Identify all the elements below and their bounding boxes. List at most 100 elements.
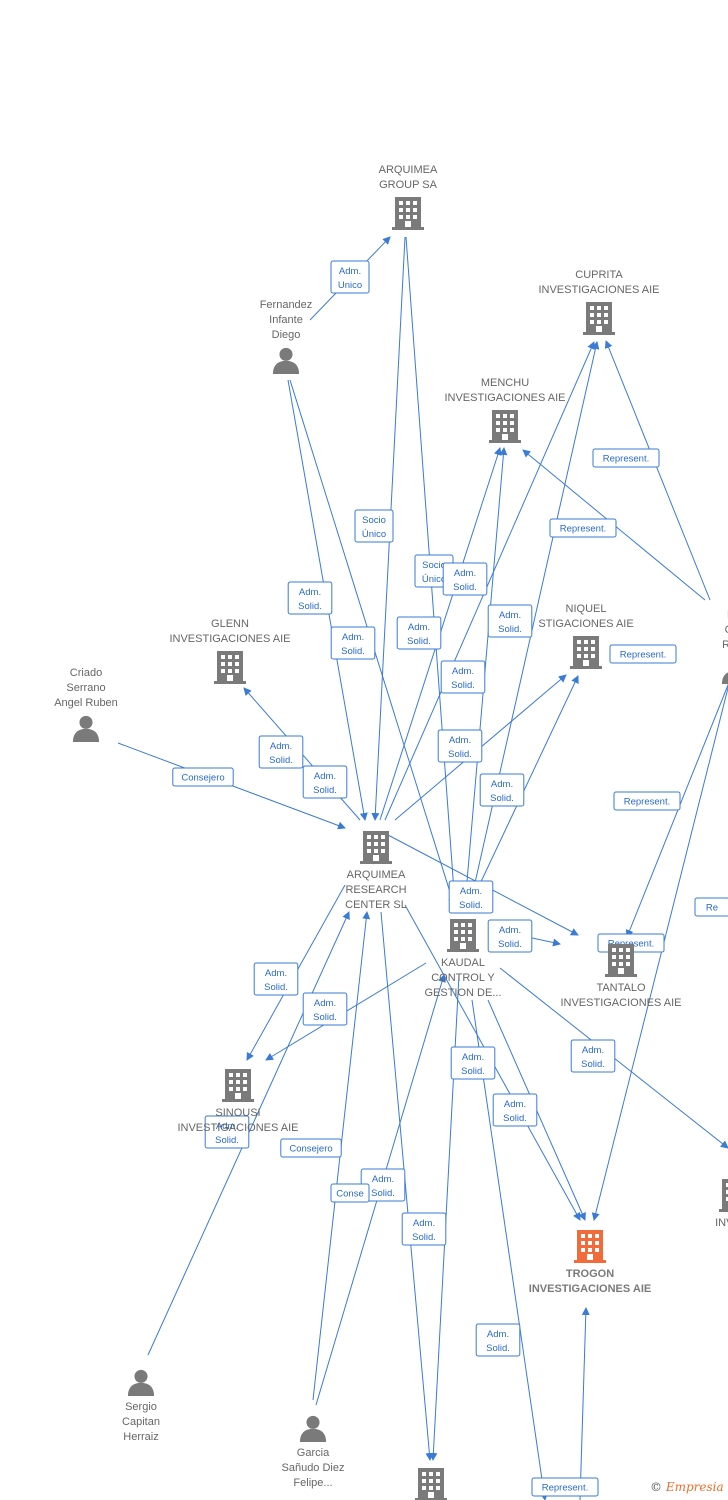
edge-label-4: Adm.Solid. — [287, 581, 333, 615]
edge-label-24: Represent. — [592, 448, 660, 468]
edge-label-text: Adm. — [408, 622, 430, 633]
node-label-line: Serrano — [66, 682, 105, 694]
node-tantalo[interactable]: TANTALO INVESTIGACIONES AIE — [560, 944, 682, 1009]
building-icon — [214, 651, 246, 684]
node-label-line: Infante — [269, 314, 303, 326]
edge-label-3: Adm.Solid. — [442, 562, 488, 596]
node-label-line: INVESTIGACIONES AIE — [560, 997, 681, 1009]
node-label-line: Garcia — [297, 1447, 330, 1459]
building-icon — [392, 197, 424, 230]
edge-label-text: Solid. — [341, 646, 365, 657]
building-icon — [570, 636, 602, 669]
edge-label-text: Socio — [422, 560, 446, 571]
node-arquimea_group[interactable]: ARQUIMEA GROUP SA — [379, 164, 438, 230]
edge-label-box — [570, 1039, 616, 1073]
node-label-line: Gon — [725, 624, 728, 636]
node-sinousi[interactable]: SINOUSI INVESTIGACIONES AIE — [177, 1069, 299, 1134]
node-invest_right[interactable]: INVEST — [715, 1179, 728, 1229]
edge-label-box — [330, 626, 376, 660]
edge-label-text: Adm. — [454, 568, 476, 579]
node-label-line: CENTER SL — [345, 899, 407, 911]
edge-label-text: Solid. — [486, 1343, 510, 1354]
edge-label-26: Represent. — [609, 644, 677, 664]
node-pla[interactable]: PlaGonRosa — [721, 609, 728, 684]
node-label-line: Felipe... — [293, 1477, 332, 1489]
copyright-notice: © Empresia — [650, 1480, 724, 1494]
edge-label-box — [448, 880, 494, 914]
relation-edge-7 — [384, 341, 595, 821]
edge-label-text: Adm. — [265, 968, 287, 979]
edge-label-text: Solid. — [490, 793, 514, 804]
node-label-line: Angel Ruben — [54, 697, 118, 709]
relation-edge-29 — [471, 999, 548, 1500]
building-icon — [415, 1468, 447, 1500]
edge-label-box — [487, 919, 533, 953]
edge-label-box — [302, 765, 348, 799]
edge-label-box — [280, 1138, 342, 1158]
edge-label-text: Adm. — [449, 735, 471, 746]
edge-label-text: Solid. — [264, 982, 288, 993]
edge-label-text: Adm. — [491, 779, 513, 790]
edge-label-15: Adm. Solid. — [253, 962, 299, 996]
edge-label-text: Represent. — [624, 797, 670, 808]
edge-label-5: Adm.Solid. — [330, 626, 376, 660]
node-label-line: CONTROL Y — [431, 972, 495, 984]
edge-label-text: Adm. — [452, 666, 474, 677]
edge-label-text: Adm. — [487, 1329, 509, 1340]
node-label-line: SINOUSI — [215, 1107, 260, 1119]
relation-edge-30 — [579, 1307, 590, 1500]
edge-label-12: Adm. Solid. — [479, 773, 525, 807]
node-label-line: TANTALO — [596, 982, 646, 994]
edge-label-30: Re — [694, 897, 728, 917]
edge-label-box — [354, 509, 394, 543]
edge-label-text: Solid. — [412, 1232, 436, 1243]
edge-label-box — [440, 660, 486, 694]
edge-label-32: Consejero — [280, 1138, 342, 1158]
edge-label-17: Adm.Solid. — [204, 1115, 250, 1149]
edge-label-text: Consejero — [289, 1144, 332, 1155]
brand-logo-text: Empresia — [665, 1480, 724, 1494]
edge-label-text: Solid. — [498, 939, 522, 950]
node-label-line: GESTION DE... — [424, 987, 501, 999]
edge-label-text: Solid. — [451, 680, 475, 691]
node-label-line: Rosa — [722, 639, 728, 651]
edge-label-box — [396, 616, 442, 650]
node-label-line: Capitan — [122, 1416, 160, 1428]
node-label-line: GROUP SA — [379, 179, 438, 191]
node-label-line: INVESTIGACIONES AIE — [169, 633, 290, 645]
edge-label-text: Adm. — [314, 771, 336, 782]
edge-label-text: Adm. — [462, 1052, 484, 1063]
node-bottom_co[interactable] — [415, 1468, 447, 1500]
edge-label-7: Adm. Solid. — [440, 660, 486, 694]
node-label-line: Fernandez — [260, 299, 313, 311]
node-kaudal[interactable]: KAUDAL CONTROL Y GESTION DE... — [424, 919, 502, 999]
edge-label-27: Represent. — [613, 791, 681, 811]
node-label-line: KAUDAL — [441, 957, 485, 969]
building-icon — [360, 831, 392, 864]
edge-label-11: Adm.Solid. — [437, 729, 483, 763]
node-label-line: ARQUIMEA — [379, 164, 438, 176]
node-label-line: INVESTIGACIONES AIE — [177, 1122, 298, 1134]
edge-label-box — [401, 1212, 447, 1246]
edge-label-33: Conse — [330, 1183, 370, 1203]
edge-label-text: Solid. — [498, 624, 522, 635]
edge-label-9: Adm.Solid. — [258, 735, 304, 769]
node-label-line: Sergio — [125, 1401, 157, 1413]
edge-label-23: Adm. Solid. — [475, 1323, 521, 1357]
edge-label-18: Adm.Solid. — [570, 1039, 616, 1073]
edge-label-box — [531, 1477, 599, 1497]
edge-label-box — [204, 1115, 250, 1149]
edge-label-box — [258, 735, 304, 769]
